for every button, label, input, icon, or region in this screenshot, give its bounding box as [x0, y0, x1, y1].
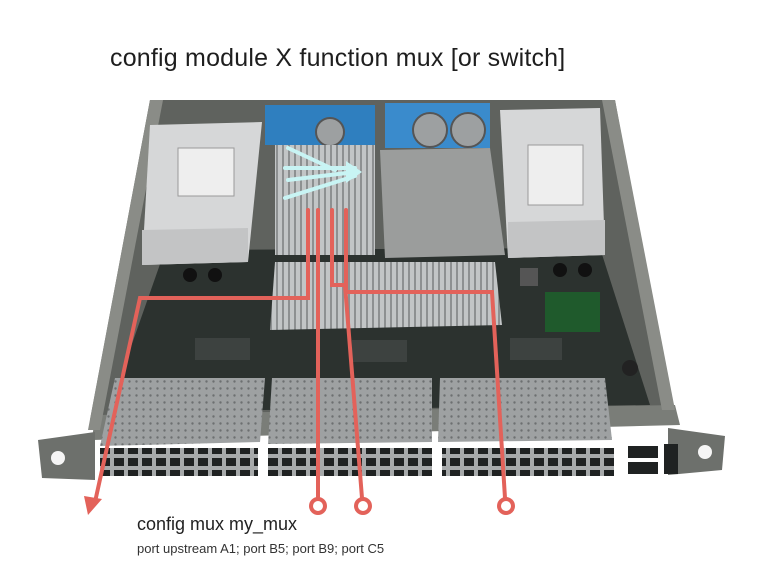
- psu-left: [142, 122, 262, 265]
- mux-command: config mux my_mux: [137, 514, 297, 535]
- upstream-arrow-icon: [84, 496, 102, 515]
- front-panel-ports: [100, 444, 678, 476]
- psu-right: [500, 108, 605, 258]
- port-marker-icon: [311, 499, 325, 513]
- heatsink-upper: [275, 145, 375, 255]
- port-marker-icon: [499, 499, 513, 513]
- module-bay: [380, 148, 505, 258]
- port-marker-icon: [356, 499, 370, 513]
- mux-port-list: port upstream A1; port B5; port B9; port…: [137, 541, 384, 556]
